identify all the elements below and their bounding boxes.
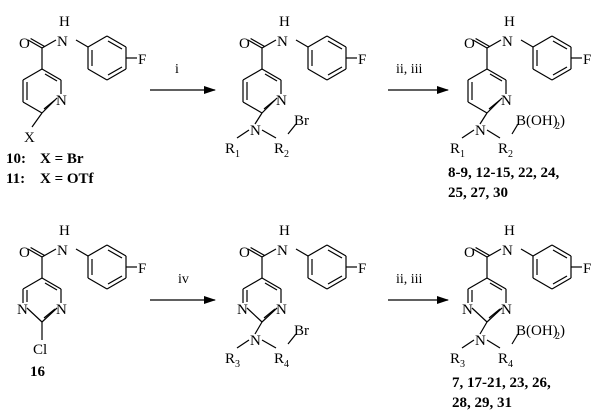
svg-text:H: H [504, 14, 515, 30]
products-top-line1: 8-9, 12-15, 22, 24, [448, 165, 559, 181]
atom-o: O [19, 36, 30, 52]
svg-text:): ) [560, 113, 565, 129]
svg-text:N: N [462, 302, 473, 318]
svg-text:B(OH): B(OH) [516, 113, 558, 129]
svg-text:R: R [498, 351, 508, 367]
svg-text:F: F [138, 261, 146, 277]
svg-text:1: 1 [460, 149, 465, 160]
compound-16-structure: O N H F N N Cl [17, 223, 146, 358]
svg-text:Br: Br [294, 113, 309, 129]
reagent-ii-iii-bottom: ii, iii [396, 272, 423, 287]
svg-text:Br: Br [294, 323, 309, 339]
svg-text:F: F [583, 52, 591, 68]
svg-text:N: N [277, 243, 288, 259]
svg-text:N: N [276, 93, 287, 109]
svg-text:N: N [502, 34, 513, 50]
svg-text:R: R [450, 351, 460, 367]
svg-text:H: H [279, 14, 290, 30]
svg-text:B(OH): B(OH) [516, 323, 558, 339]
products-bottom-line2: 28, 29, 31 [452, 395, 512, 411]
reagent-i: i [175, 62, 179, 77]
svg-text:2: 2 [555, 121, 560, 132]
bromoalkyl-pyrimidine-intermediate: O N H F N N N R 3 R 4 Br [225, 223, 366, 370]
svg-text:R: R [274, 141, 284, 157]
svg-text:H: H [59, 223, 70, 239]
products-top-line2: 25, 27, 30 [448, 185, 508, 201]
svg-text:H: H [279, 223, 290, 239]
svg-text:2: 2 [284, 149, 289, 160]
svg-text:O: O [239, 36, 250, 52]
svg-text:H: H [504, 223, 515, 239]
atom-n-amide: N [57, 34, 68, 50]
svg-text:N: N [56, 302, 67, 318]
products-bottom-line1: 7, 17-21, 23, 26, [452, 375, 551, 391]
compound-def-10: X = Br [40, 151, 84, 167]
atom-n-ring: N [56, 93, 67, 109]
svg-text:N: N [250, 333, 261, 349]
bromoalkyl-pyridine-intermediate: O N H F N N R 1 R 2 Br [225, 14, 366, 160]
boronic-acid-pyridine-product: O N H F N N R 1 R 2 B(OH) 2 ) [450, 14, 591, 160]
svg-text:R: R [450, 141, 460, 157]
svg-text:N: N [502, 243, 513, 259]
svg-text:R: R [225, 141, 235, 157]
atom-x: X [24, 130, 35, 146]
svg-text:2: 2 [555, 331, 560, 342]
svg-text:N: N [277, 34, 288, 50]
atom-cl: Cl [33, 342, 47, 358]
compound-label-10: 10: [6, 151, 26, 167]
compound-10-11-structure: O N H F N X [19, 14, 146, 146]
svg-text:F: F [358, 261, 366, 277]
svg-text:N: N [475, 123, 486, 139]
svg-text:N: N [250, 123, 261, 139]
atom-f: F [138, 52, 146, 68]
reagent-ii-iii-top: ii, iii [396, 62, 423, 77]
svg-text:4: 4 [508, 359, 513, 370]
svg-text:N: N [501, 93, 512, 109]
svg-text:N: N [57, 243, 68, 259]
svg-text:N: N [501, 302, 512, 318]
svg-text:R: R [498, 141, 508, 157]
svg-text:1: 1 [235, 149, 240, 160]
compound-label-11: 11: [6, 171, 25, 187]
compound-def-11: X = OTf [40, 171, 95, 187]
svg-text:N: N [276, 302, 287, 318]
boronic-acid-pyrimidine-product: O N H F N N N R 3 R 4 B(OH) 2 ) [450, 223, 591, 370]
svg-text:F: F [583, 261, 591, 277]
svg-text:2: 2 [508, 149, 513, 160]
svg-text:O: O [239, 245, 250, 261]
svg-text:3: 3 [235, 359, 240, 370]
svg-text:O: O [464, 245, 475, 261]
svg-text:N: N [17, 302, 28, 318]
atom-h: H [59, 14, 70, 30]
svg-text:N: N [475, 333, 486, 349]
reagent-iv: iv [178, 272, 189, 287]
svg-text:): ) [560, 323, 565, 339]
svg-text:O: O [19, 245, 30, 261]
svg-text:N: N [237, 302, 248, 318]
svg-text:R: R [274, 351, 284, 367]
svg-text:4: 4 [284, 359, 289, 370]
svg-text:R: R [225, 351, 235, 367]
compound-label-16: 16 [30, 364, 46, 380]
svg-text:O: O [464, 36, 475, 52]
svg-text:3: 3 [460, 359, 465, 370]
svg-text:F: F [358, 52, 366, 68]
